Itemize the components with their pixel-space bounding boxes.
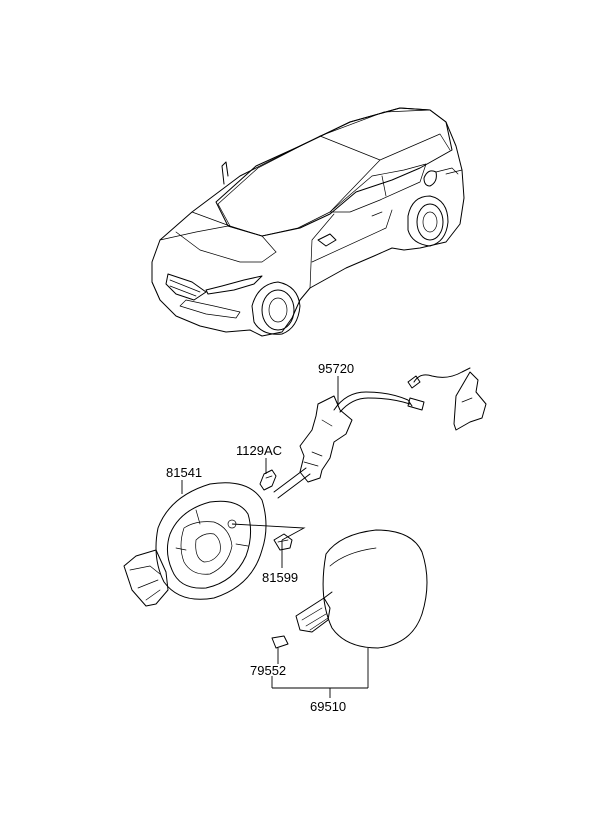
bolt-drawing — [259, 469, 277, 491]
fuel-filler-door-drawing — [295, 529, 428, 649]
fuel-filler-opener-cable-drawing — [273, 367, 487, 499]
leader-lines — [181, 376, 369, 698]
car-illustration — [151, 107, 465, 337]
part-number-1129AC: 1129AC — [236, 443, 282, 458]
part-number-69510: 69510 — [310, 699, 346, 714]
part-number-81599: 81599 — [262, 570, 298, 585]
bumper-stopper-drawing — [273, 533, 293, 551]
part-number-95720: 95720 — [318, 361, 354, 376]
fuel-filler-housing-drawing — [123, 482, 267, 607]
part-number-79552: 79552 — [250, 663, 286, 678]
clip-drawing — [271, 635, 289, 649]
part-labels: 95720 1129AC 81541 81599 79552 69510 — [166, 361, 354, 714]
part-number-81541: 81541 — [166, 465, 202, 480]
